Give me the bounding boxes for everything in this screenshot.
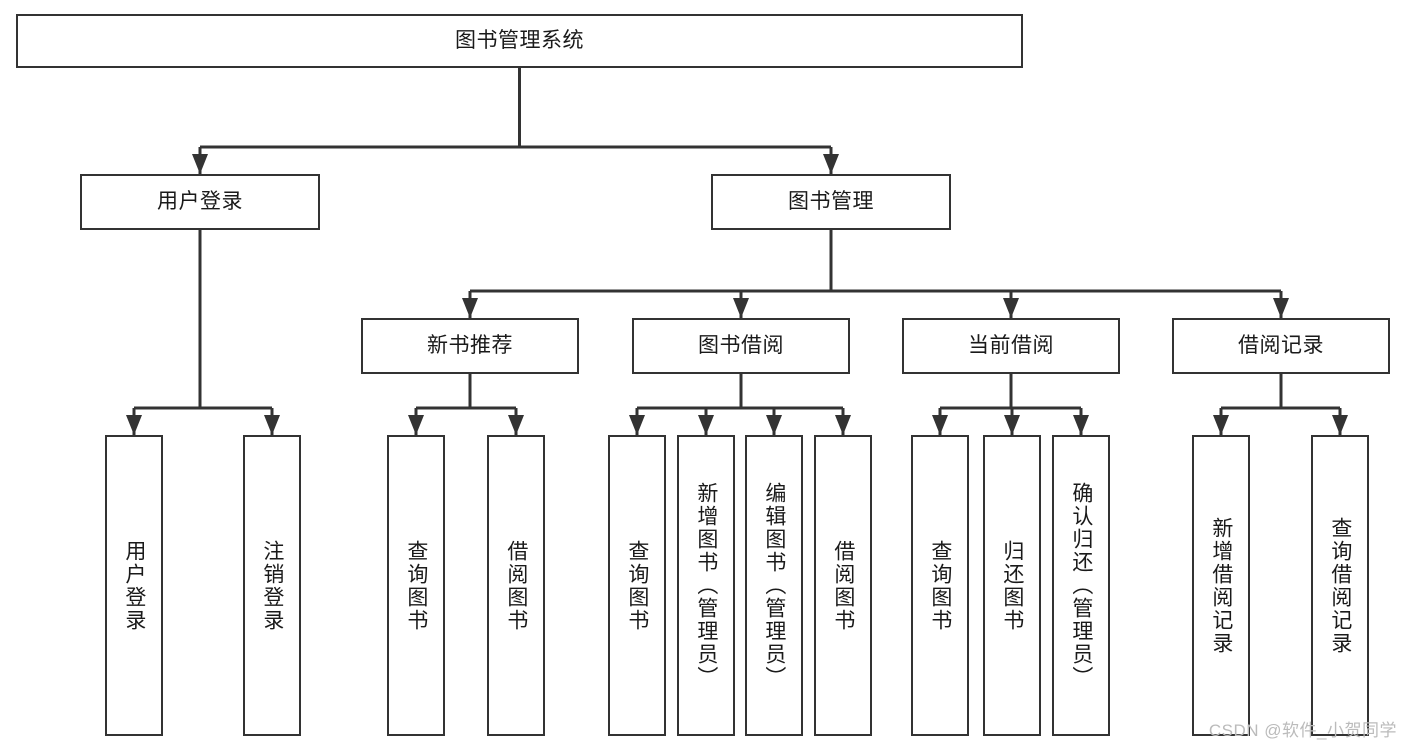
node-label: 图书借阅 [698,333,784,357]
node-label: 注销登录 [260,539,284,632]
node-label: 查询图书 [404,539,428,632]
node-label: 当前借阅 [968,333,1054,357]
node-leaf-borrow-book-1[interactable]: 借阅图书 [487,435,545,736]
node-leaf-borrow-book-2[interactable]: 借阅图书 [814,435,872,736]
node-leaf-return-book[interactable]: 归还图书 [983,435,1041,736]
node-label: 查询借阅记录 [1328,516,1352,655]
node-label: 新书推荐 [427,333,513,357]
node-user-login[interactable]: 用户登录 [80,174,320,230]
node-label: 图书管理系统 [455,28,584,52]
node-book-manage[interactable]: 图书管理 [711,174,951,230]
node-leaf-user-login[interactable]: 用户登录 [105,435,163,736]
watermark-label: CSDN @软件_小贺同学 [1208,721,1397,740]
node-label: 借阅图书 [504,539,528,632]
node-leaf-edit-book[interactable]: 编辑图书（管理员） [745,435,803,736]
node-label: 编辑图书（管理员） [762,482,786,689]
node-leaf-add-book[interactable]: 新增图书（管理员） [677,435,735,736]
node-leaf-query-book-3[interactable]: 查询图书 [911,435,969,736]
node-root[interactable]: 图书管理系统 [16,14,1023,68]
node-label: 用户登录 [122,539,146,632]
node-new-book-rec[interactable]: 新书推荐 [361,318,579,374]
node-label: 新增图书（管理员） [694,482,718,689]
node-label: 借阅记录 [1238,333,1324,357]
node-leaf-query-book-1[interactable]: 查询图书 [387,435,445,736]
node-label: 查询图书 [928,539,952,632]
node-label: 新增借阅记录 [1209,516,1233,655]
node-leaf-query-record[interactable]: 查询借阅记录 [1311,435,1369,736]
node-leaf-confirm-return[interactable]: 确认归还（管理员） [1052,435,1110,736]
node-label: 用户登录 [157,189,243,213]
node-leaf-add-record[interactable]: 新增借阅记录 [1192,435,1250,736]
node-label: 借阅图书 [831,539,855,632]
node-leaf-logout[interactable]: 注销登录 [243,435,301,736]
node-book-borrow[interactable]: 图书借阅 [632,318,850,374]
node-label: 确认归还（管理员） [1069,482,1093,689]
node-current-borrow[interactable]: 当前借阅 [902,318,1120,374]
node-borrow-record[interactable]: 借阅记录 [1172,318,1390,374]
node-label: 查询图书 [625,539,649,632]
node-leaf-query-book-2[interactable]: 查询图书 [608,435,666,736]
node-label: 归还图书 [1000,539,1024,632]
node-label: 图书管理 [788,189,874,213]
